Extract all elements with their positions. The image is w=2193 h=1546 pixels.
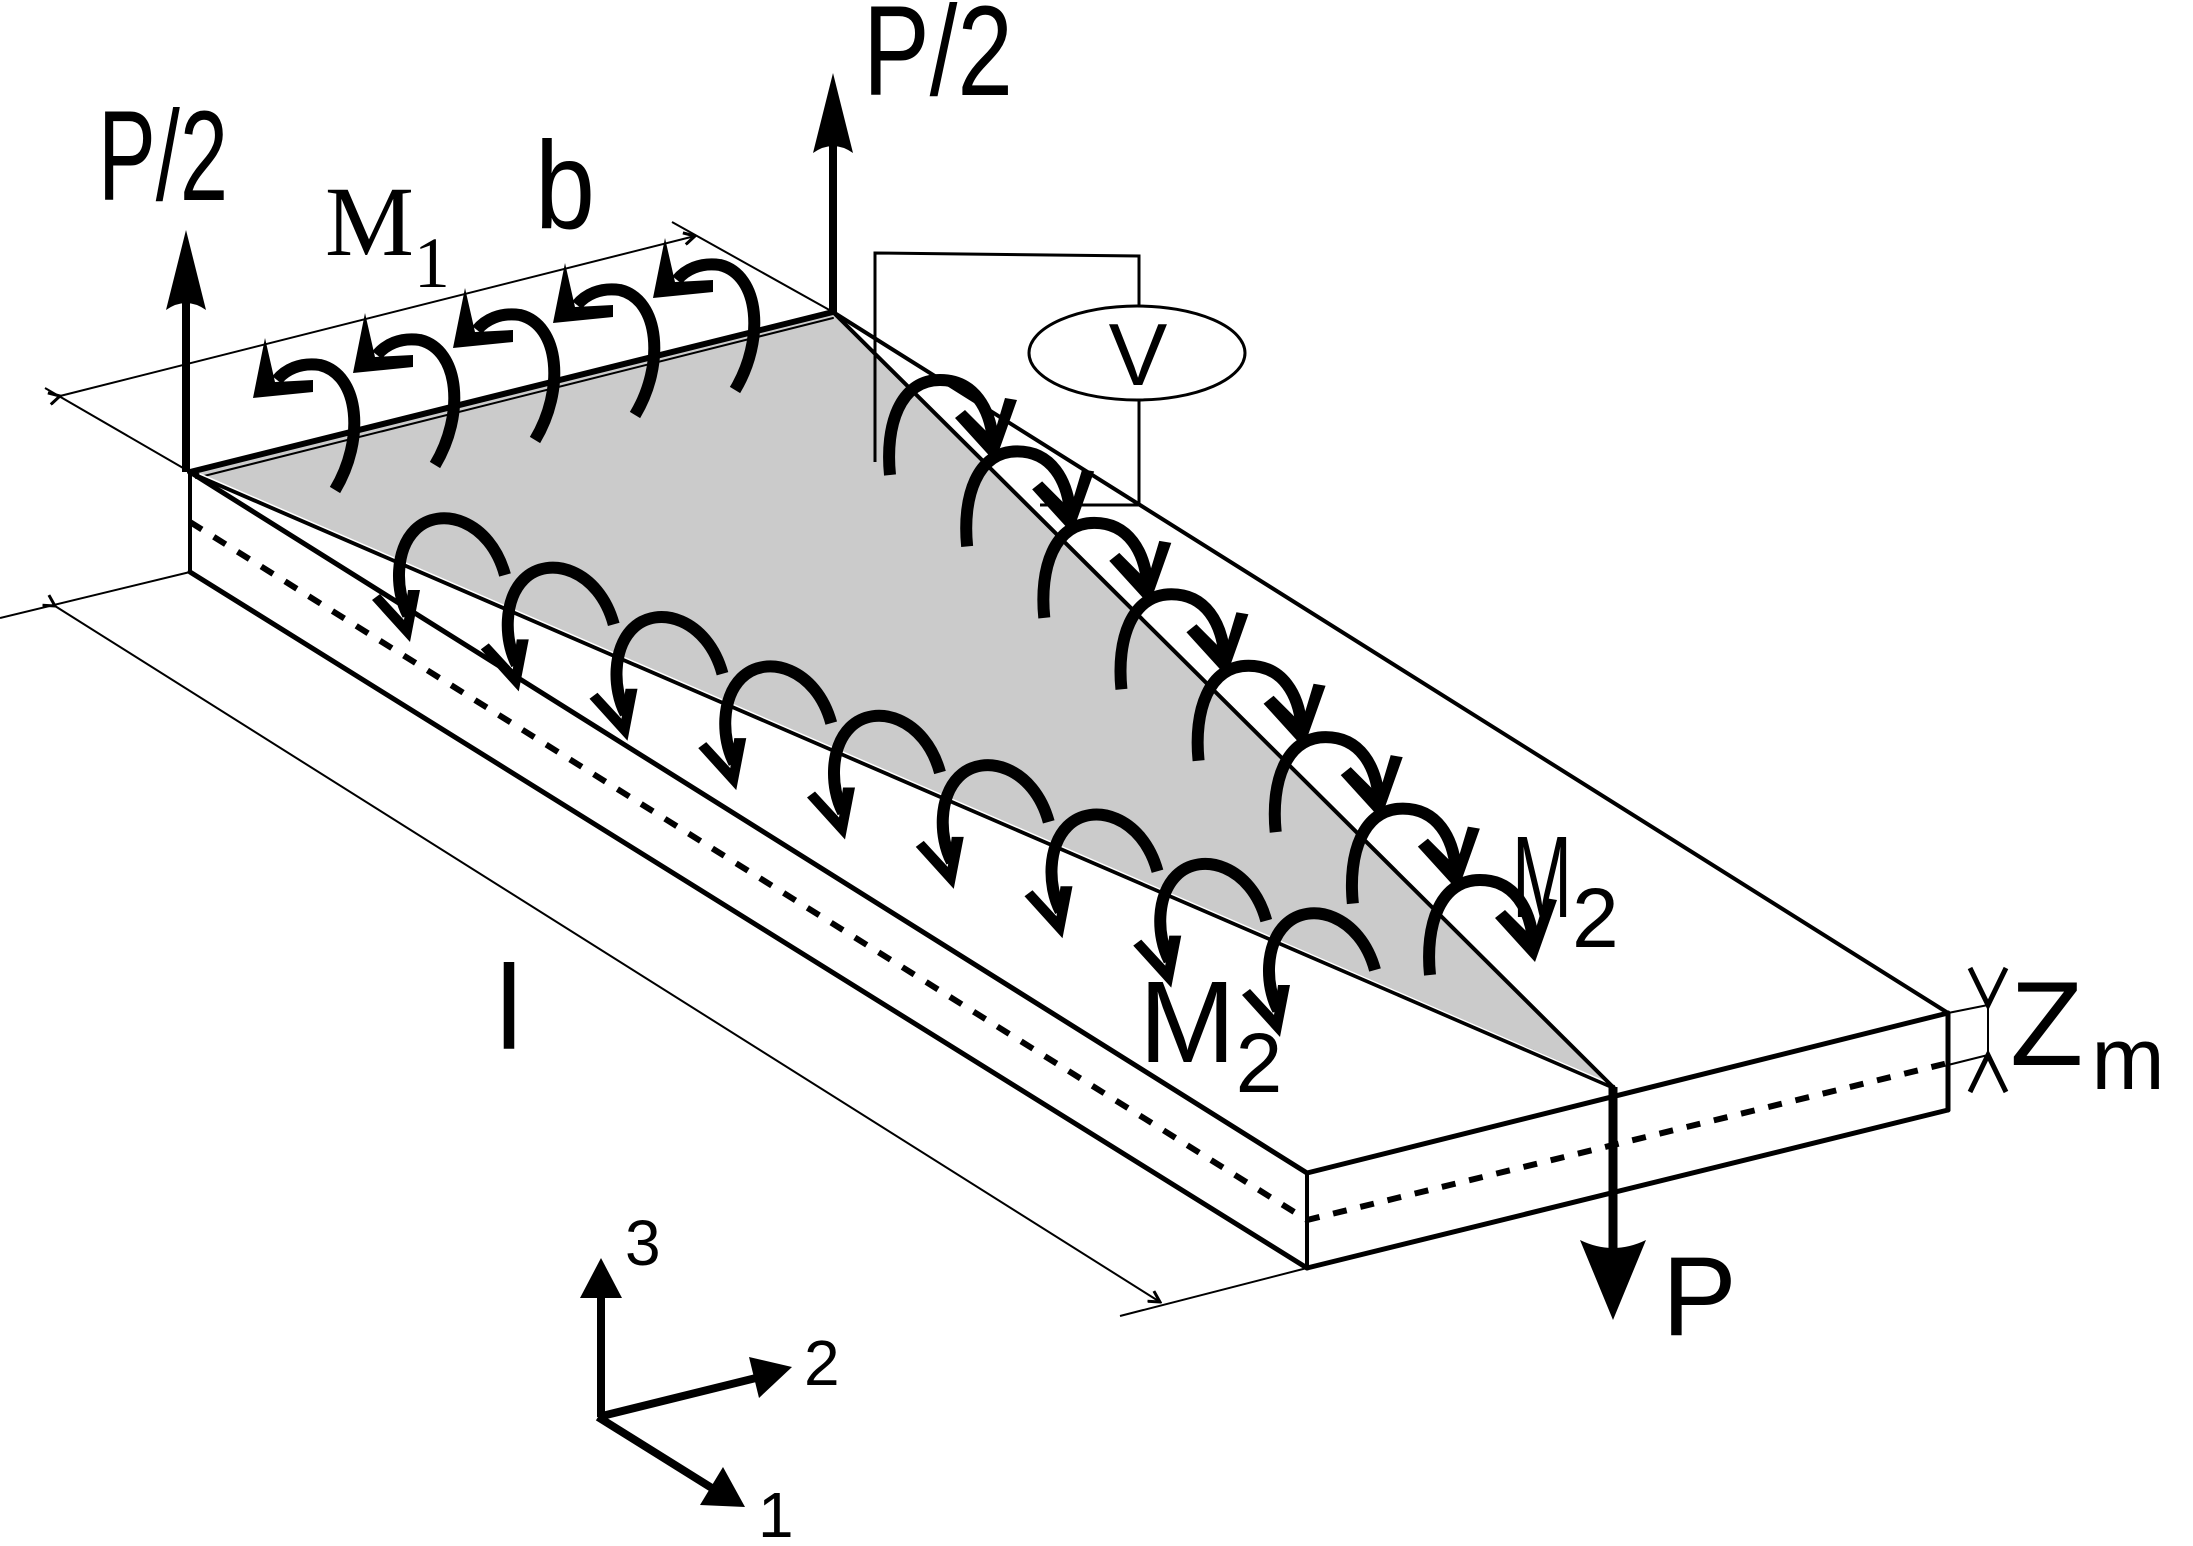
load-label-top: P/2 (863, 0, 1013, 123)
load-label-left: P/2 (98, 85, 228, 228)
moment-arrow-m2-left (698, 660, 838, 791)
moment-arrow-m2-left (372, 512, 511, 642)
length-extension-top (0, 571, 191, 619)
axis-1-line (595, 1413, 718, 1494)
moment-arrow-m2-right (1268, 731, 1403, 833)
moment-arrow-m2-left (1242, 907, 1381, 1037)
zm-arrow-top (1967, 966, 2009, 1011)
dimension-lines (0, 221, 2009, 1317)
moment-arrow-m1 (653, 238, 761, 394)
arrowhead-icon (1417, 826, 1480, 891)
arrow-up-icon (166, 230, 206, 310)
zm-label: Zm (2010, 957, 2165, 1108)
moment-arrow-m1 (353, 313, 461, 469)
load-arrow-left (166, 230, 206, 472)
moment-arrow-m1 (253, 338, 361, 494)
moment-arrow-m1 (453, 288, 561, 444)
arrowhead-icon (1133, 935, 1182, 988)
arrowhead-icon (1024, 886, 1073, 939)
width-extension-left (44, 387, 191, 473)
plate-edge-right-top (831, 310, 1950, 1015)
moment-arrow-m1 (553, 263, 661, 419)
arrowhead-icon (1242, 985, 1290, 1037)
arrow-down-icon (1580, 1240, 1646, 1320)
axis-2-line (597, 1373, 761, 1421)
moment-arrows-m1 (253, 238, 761, 494)
arrowhead-icon (1495, 898, 1557, 962)
moment-arrow-m2-right (1346, 802, 1480, 905)
length-extension-bottom (1119, 1267, 1308, 1317)
arrowhead-icon (698, 738, 747, 791)
moment-arrow-m2-right (1423, 873, 1557, 976)
arrowhead-icon (589, 688, 638, 741)
moment-arrow-m2-right (883, 373, 1017, 476)
axis-2-label: 2 (804, 1327, 840, 1399)
width-label: b (535, 117, 595, 255)
arrowhead-icon (1032, 469, 1095, 534)
plate-edge-front-top (1304, 1010, 1951, 1176)
load-arrow-bottom (1580, 1087, 1646, 1320)
arrowhead-icon (480, 639, 529, 692)
moment-arrows-m2-right (883, 373, 1557, 976)
arrowhead-icon (1340, 755, 1403, 820)
moment-arrow-m2-left (480, 561, 620, 692)
axis-2-arrow-icon (749, 1357, 792, 1398)
length-label: l (496, 941, 523, 1075)
load-label-bottom: P (1662, 1234, 1737, 1359)
axis-1-arrow-icon (700, 1467, 745, 1507)
plate-front-face (1307, 1013, 1948, 1268)
moment-arrow-m2-left (1024, 808, 1164, 939)
moment-arrow-m2-left (1133, 857, 1273, 988)
axis-1-label: 1 (758, 1479, 794, 1541)
electrode-edge-right (831, 310, 1615, 1089)
moment-arrow-m2-right (960, 445, 1095, 548)
moment-arrow-m2-left (807, 709, 946, 840)
arrowhead-icon (453, 288, 513, 348)
axis-3-label: 3 (625, 1207, 661, 1279)
zm-extension-bottom (1947, 1054, 1989, 1066)
wire-left (873, 251, 1141, 462)
arrowhead-icon (807, 787, 855, 840)
moment-arrows-m2-left (372, 512, 1381, 1037)
width-dimension-line (60, 236, 695, 396)
plate-specimen (187, 309, 1951, 1271)
moment-label-m2-right: M2 (1512, 812, 1619, 965)
arrowhead-icon (253, 338, 313, 398)
zm-arrow-bottom (1967, 1049, 2009, 1094)
arrowhead-icon (1186, 612, 1249, 677)
arrowhead-icon (553, 263, 613, 323)
axis-3-arrow-icon (580, 1258, 622, 1298)
zm-extension-top (1947, 1004, 1989, 1014)
load-arrows (166, 73, 1646, 1320)
coordinate-axes (595, 1295, 761, 1494)
moment-label-m2-left: M2 (1139, 957, 1282, 1110)
length-dimension-line (55, 606, 1160, 1302)
moment-arrow-m2-right (1191, 659, 1326, 762)
width-extension-right (671, 221, 834, 313)
arrowhead-icon (372, 590, 420, 642)
moment-label-m1: M1 (325, 166, 450, 303)
arrowhead-icon (653, 238, 713, 298)
arrowhead-icon (1109, 540, 1172, 605)
arrowhead-icon (955, 398, 1017, 462)
voltmeter-symbol (1027, 304, 1247, 402)
load-arrow-top (813, 73, 853, 312)
moment-arrow-m2-left (915, 759, 1055, 889)
arrowhead-icon (915, 836, 964, 889)
arrowhead-icon (353, 313, 413, 373)
moment-arrow-m2-left (589, 611, 729, 741)
moment-arrow-m2-right (1037, 516, 1172, 619)
plate-edge-front-bottom (1304, 1107, 1951, 1271)
voltmeter-label: V (1109, 305, 1168, 404)
moment-arrow-m2-right (1114, 588, 1249, 690)
arrow-up-icon (813, 73, 853, 153)
arrowhead-icon (1263, 683, 1326, 748)
mid-plane-line (188, 519, 1949, 1224)
